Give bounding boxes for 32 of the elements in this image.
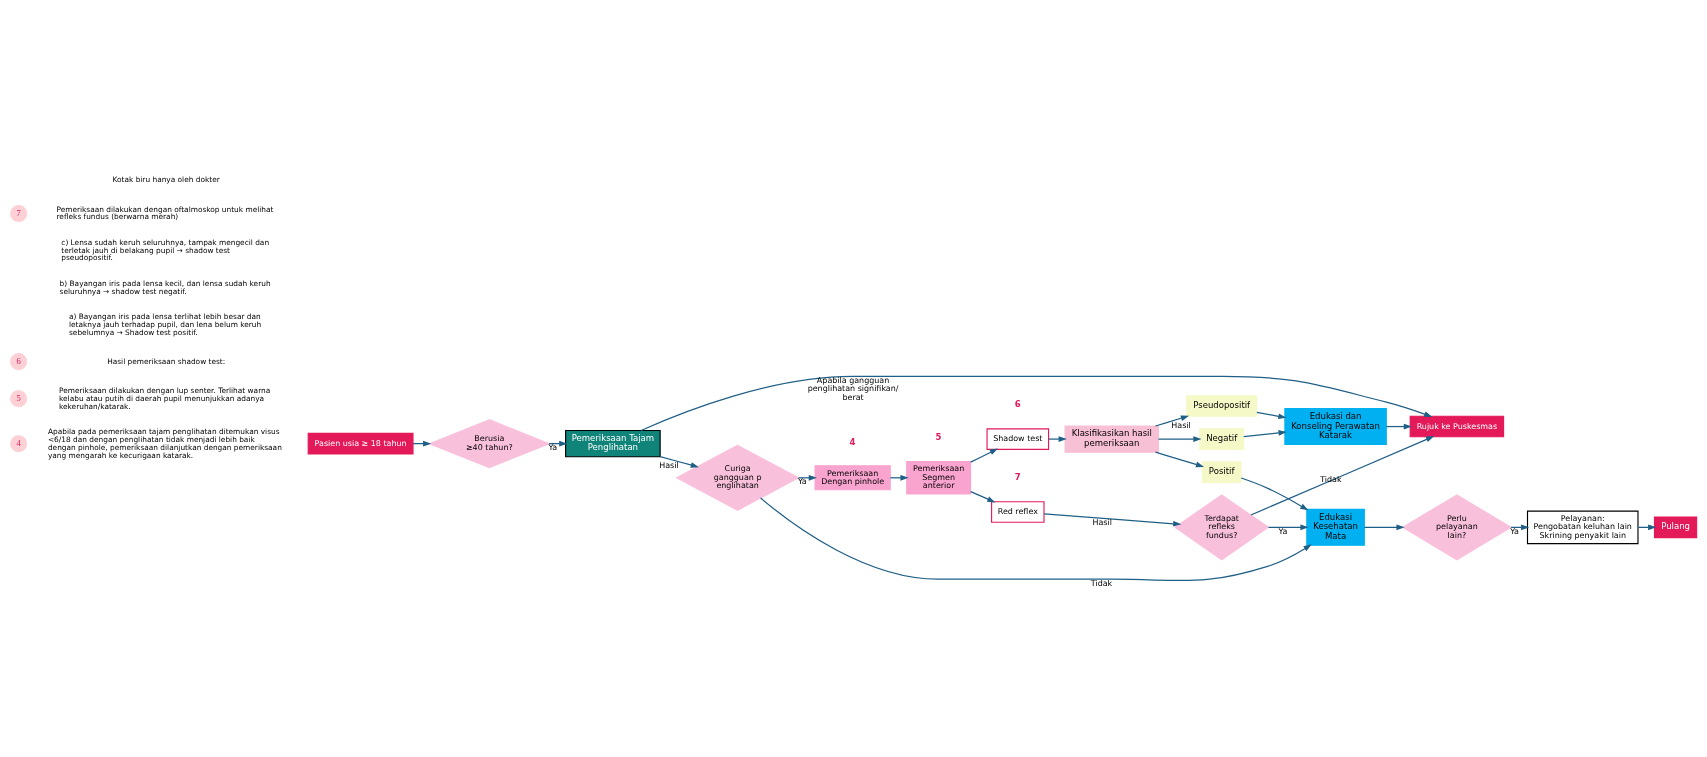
node-label: 6 (1014, 398, 1021, 409)
arrow (1043, 512, 1182, 527)
arrow (1256, 411, 1287, 419)
node-box: Edukasi Kesehatan Mata (1306, 508, 1365, 546)
arrow (1363, 523, 1405, 530)
arrow (1243, 429, 1287, 437)
label: 6 (16, 355, 21, 366)
arrow (1154, 414, 1190, 427)
arrow (1157, 435, 1202, 442)
arrow (759, 496, 1312, 581)
arrow (1048, 435, 1067, 442)
node-box: Pseudopositif (1186, 394, 1258, 417)
arrow (970, 448, 999, 463)
arrow (659, 455, 699, 468)
node-box: Klasifikasikan hasil pemeriksaan (1064, 424, 1160, 453)
arrow (640, 375, 1433, 431)
label: 4 (16, 437, 21, 448)
node-label: 4 (849, 435, 856, 446)
node-box: Pulang (1653, 516, 1698, 538)
node-box: Pemeriksaan Tajam Penglihatan (565, 429, 661, 457)
arrow (1250, 435, 1435, 516)
label: 5 (16, 392, 21, 403)
label: 7 (16, 207, 21, 218)
arrow (1154, 451, 1205, 467)
node-box: Positif (1201, 460, 1242, 483)
node-box: Edukasi dan Konseling Perawatan Katarak (1284, 407, 1387, 445)
node-label: 5 (935, 431, 942, 442)
arrow (1240, 476, 1309, 510)
arrow (970, 490, 996, 502)
node-label: 7 (1014, 471, 1021, 482)
arrow (1267, 523, 1309, 530)
node-box: Negatif (1199, 427, 1245, 450)
